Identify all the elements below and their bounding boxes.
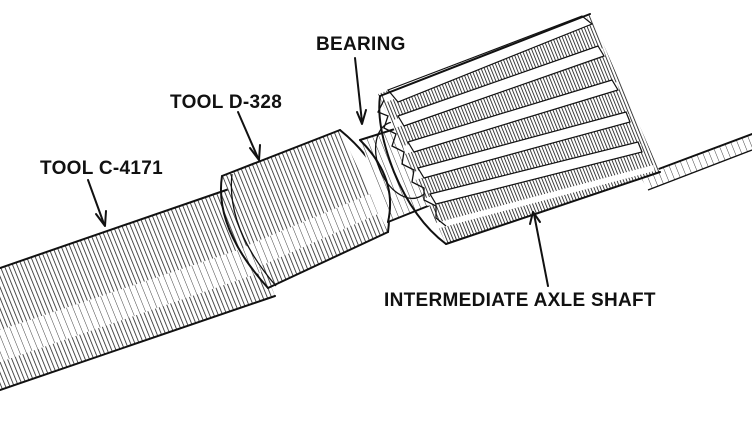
leader-lines	[87, 57, 549, 287]
tool-c4171-bar	[0, 187, 276, 391]
splined-shaft	[377, 13, 661, 245]
tool-c4171-label: TOOL C-4171	[40, 158, 163, 179]
tool-d328-label: TOOL D-328	[170, 92, 282, 113]
bearing-label: BEARING	[316, 34, 406, 55]
axle-shaft-rod	[639, 133, 752, 191]
intermediate-axle-shaft-label: INTERMEDIATE AXLE SHAFT	[384, 290, 656, 311]
tool-d328-sleeve	[220, 129, 390, 289]
